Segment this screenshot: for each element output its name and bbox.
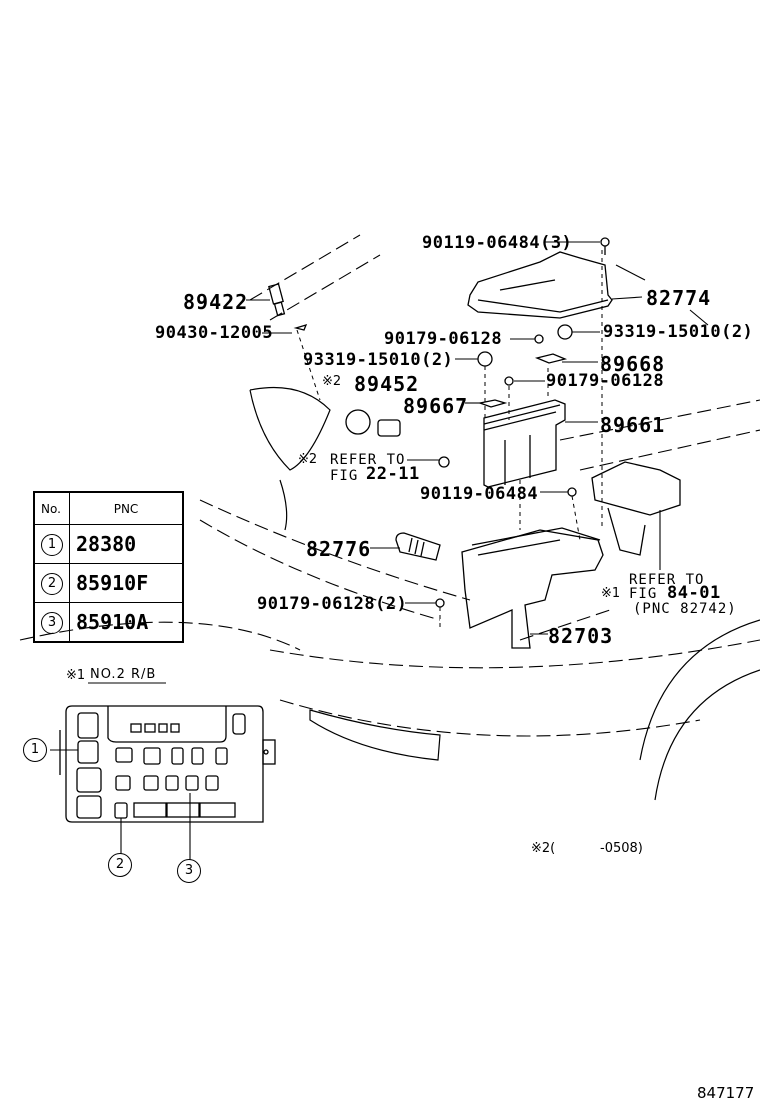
part-label-82776[interactable]: 82776: [306, 537, 372, 561]
gasket-89667: [477, 399, 508, 408]
row-number: 1: [33, 524, 70, 564]
part-label-90430-12005[interactable]: 90430-12005: [155, 323, 274, 343]
vehicle-fender-outline: [249, 386, 760, 801]
fig-text-a: FIG: [330, 468, 359, 484]
part-label-90119-06484-3[interactable]: 90119-06484(3): [422, 233, 573, 253]
table-row: 2 85910F: [33, 563, 184, 603]
mark-2-note: ※2: [322, 374, 342, 389]
table-row: 3 85910A: [33, 602, 184, 643]
pnc-code[interactable]: 28380: [69, 524, 184, 564]
sensor-89422: [268, 283, 308, 331]
relay-block-no2: [59, 705, 276, 823]
part-label-89667[interactable]: 89667: [403, 394, 469, 418]
pnc-82742-note: (PNC 82742): [633, 601, 737, 617]
part-label-90179-06128-a[interactable]: 90179-06128: [384, 329, 503, 349]
hose-82776: [395, 532, 441, 561]
figure-id: 847177: [697, 1084, 755, 1102]
part-label-89661[interactable]: 89661: [600, 413, 666, 437]
part-label-89668[interactable]: 89668: [600, 352, 666, 376]
part-label-93319-15010-2-a[interactable]: 93319-15010(2): [603, 322, 754, 342]
bracket-82703: [461, 527, 604, 649]
header-no: No.: [33, 491, 70, 525]
fig-text-b: FIG: [629, 586, 658, 602]
sensor-89452: [345, 409, 401, 437]
callout-number: 3: [41, 611, 63, 634]
vehicle-body-outline: [19, 234, 760, 737]
part-label-82774[interactable]: 82774: [646, 286, 712, 310]
pnc-code[interactable]: 85910F: [69, 563, 184, 603]
callout-leaders: [50, 749, 191, 860]
refer-to-text-a: REFER TO: [330, 452, 406, 468]
ecu-89661: [483, 399, 566, 488]
row-number: 2: [33, 563, 70, 603]
footnote-range: -0508): [600, 841, 643, 856]
pnc-code[interactable]: 85910A: [69, 602, 184, 643]
cover-82774: [467, 251, 613, 319]
pnc-table: No. PNC 1 28380 2 85910F 3 85910A: [33, 491, 184, 643]
bolt-90119-06484: [600, 237, 610, 255]
callout-3[interactable]: 3: [177, 859, 201, 883]
rb-title: NO.2 R/B: [90, 667, 157, 682]
leader-lines: [246, 241, 709, 635]
header-pnc: PNC: [69, 491, 184, 525]
part-label-93319-15010-2-b[interactable]: 93319-15010(2): [303, 350, 454, 370]
pnc-table-header: No. PNC: [33, 491, 184, 525]
assembly-lines: [296, 250, 603, 630]
callout-2[interactable]: 2: [108, 853, 132, 877]
part-label-90179-06128-b[interactable]: 90179-06128: [546, 371, 665, 391]
callout-number: 2: [41, 572, 63, 595]
part-label-90179-06128-2[interactable]: 90179-06128(2): [257, 594, 408, 614]
gasket-89668: [534, 353, 568, 364]
callout-number: 1: [41, 533, 63, 556]
callout-1[interactable]: 1: [23, 738, 47, 762]
relay-box-82742: [591, 461, 681, 556]
part-label-82703[interactable]: 82703: [548, 624, 614, 648]
mark-1-note: ※1: [601, 586, 621, 601]
part-label-89452[interactable]: 89452: [354, 372, 420, 396]
rb-title-mark: ※1: [66, 668, 86, 683]
row-number: 3: [33, 602, 70, 643]
table-row: 1 28380: [33, 524, 184, 564]
mark-2-refer-note: ※2: [298, 452, 318, 467]
fig-ref-84-01[interactable]: 84-01: [667, 583, 721, 603]
fig-ref-22-11[interactable]: 22-11: [366, 464, 420, 484]
part-label-90119-06484[interactable]: 90119-06484: [420, 484, 539, 504]
refer-to-text-b: REFER TO: [629, 572, 705, 588]
footnote-mark-2: ※2(: [531, 841, 556, 856]
part-label-89422[interactable]: 89422: [183, 290, 249, 314]
